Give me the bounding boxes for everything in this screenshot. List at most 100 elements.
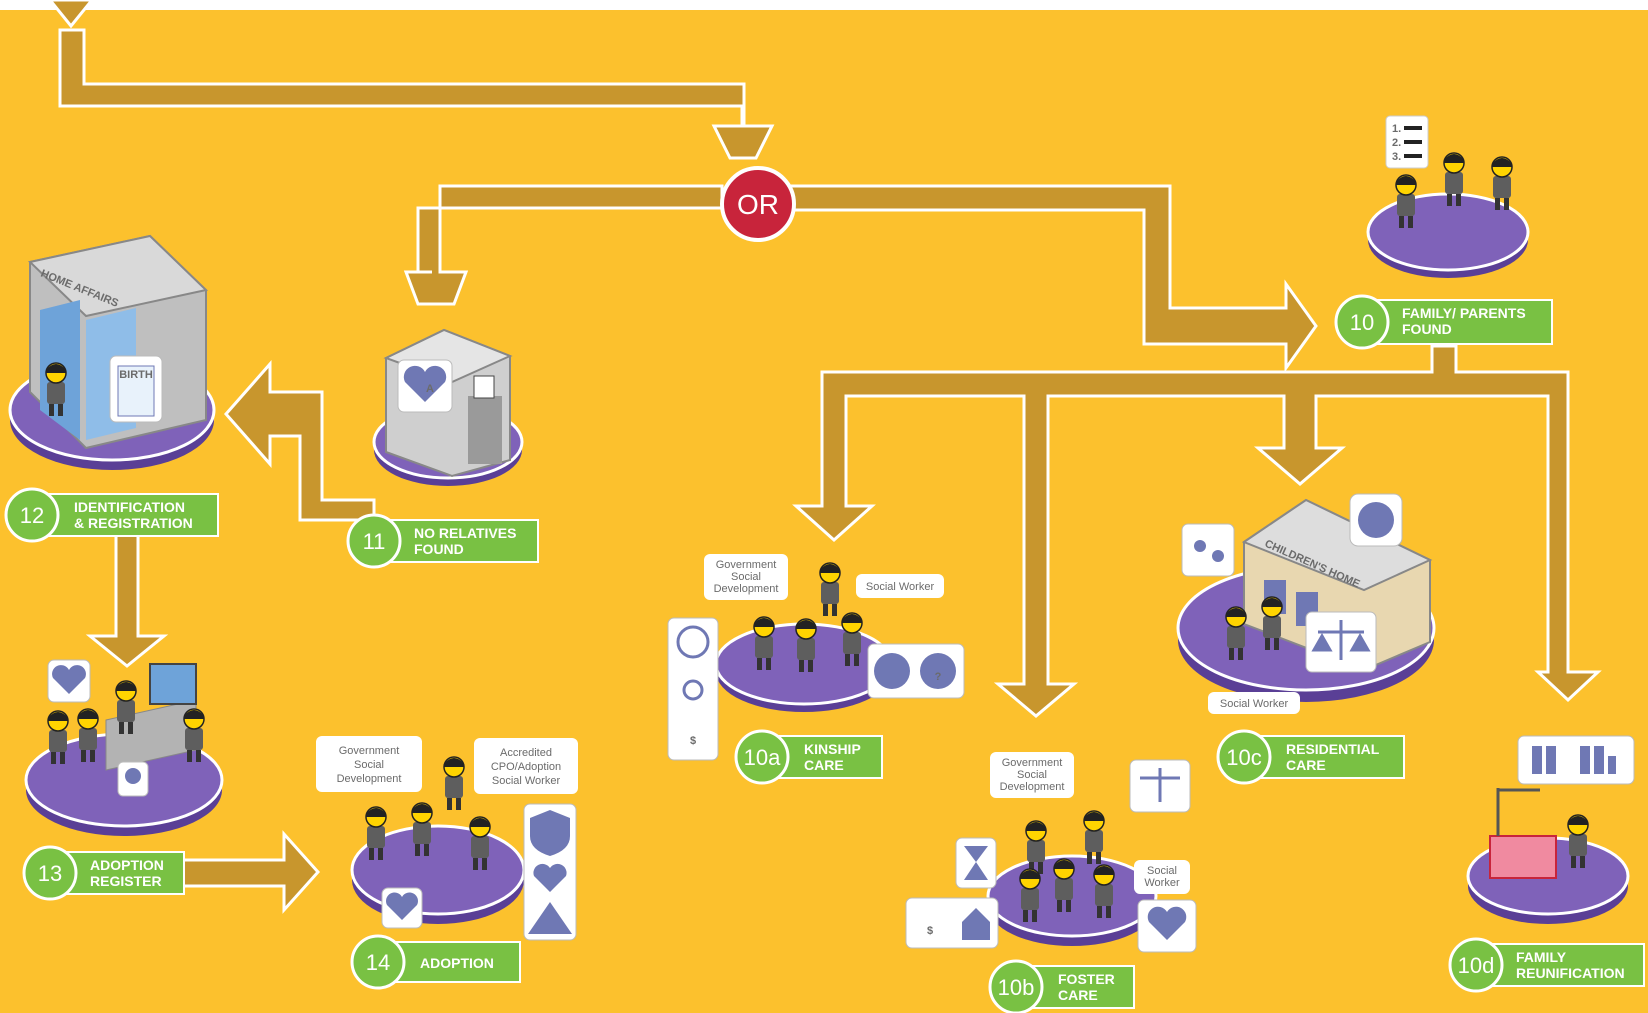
bubble-sw-foster: Social Worker bbox=[1134, 860, 1190, 894]
svg-text:CARE: CARE bbox=[1286, 757, 1326, 773]
svg-text:Accredited: Accredited bbox=[500, 747, 552, 759]
svg-text:Social: Social bbox=[1147, 865, 1177, 877]
arrow-registration-to-register bbox=[85, 530, 169, 668]
crib-icon bbox=[1489, 788, 1557, 879]
scales-icon bbox=[1305, 611, 1377, 673]
svg-text:Government: Government bbox=[339, 745, 400, 757]
checklist-icon: 1. 2. 3. bbox=[1385, 115, 1429, 169]
family-icon bbox=[1517, 735, 1635, 785]
svg-text:& REGISTRATION: & REGISTRATION bbox=[74, 515, 193, 531]
scales-icon bbox=[1129, 759, 1191, 813]
bubble-gov-kinship: Government Social Development bbox=[704, 554, 788, 600]
svg-text:FAMILY: FAMILY bbox=[1516, 949, 1567, 965]
svg-text:FOUND: FOUND bbox=[1402, 321, 1452, 337]
baby-icon bbox=[117, 761, 149, 797]
arrow-head-top bbox=[48, 0, 94, 29]
svg-text:10: 10 bbox=[1350, 310, 1374, 335]
svg-text:KINSHIP: KINSHIP bbox=[804, 741, 861, 757]
svg-text:RESIDENTIAL: RESIDENTIAL bbox=[1286, 741, 1380, 757]
svg-text:?: ? bbox=[935, 671, 942, 683]
svg-text:FOUND: FOUND bbox=[414, 541, 464, 557]
adoption-heart-icon bbox=[47, 659, 91, 703]
svg-text:11: 11 bbox=[363, 529, 386, 554]
svg-text:REUNIFICATION: REUNIFICATION bbox=[1516, 965, 1625, 981]
sad-face-icon bbox=[1349, 493, 1403, 547]
step-label-10d: 10d FAMILY REUNIFICATION bbox=[1448, 937, 1645, 993]
distressed-face-icon bbox=[676, 625, 710, 659]
arrow-no-relatives-to-registration bbox=[224, 360, 376, 522]
bubble-sw-kinship: Social Worker bbox=[856, 574, 944, 598]
svg-text:Development: Development bbox=[1000, 781, 1065, 793]
svg-text:10c: 10c bbox=[1226, 745, 1261, 770]
adoption-icon-column bbox=[523, 803, 577, 941]
scene-kinship-care: $ ? bbox=[667, 562, 965, 761]
network-x-icon bbox=[1181, 523, 1235, 577]
scene-foster-care: $ bbox=[905, 759, 1197, 953]
step-label-12: 12 IDENTIFICATION & REGISTRATION bbox=[4, 487, 219, 543]
shield-house-icon bbox=[530, 810, 570, 856]
svg-text:13: 13 bbox=[38, 861, 62, 886]
arrow-register-to-adoption bbox=[180, 830, 321, 914]
step-label-14: 14 ADOPTION bbox=[350, 934, 521, 990]
svg-text:Worker: Worker bbox=[1144, 877, 1180, 889]
svg-text:FOSTER: FOSTER bbox=[1058, 971, 1115, 987]
question-icon bbox=[920, 653, 956, 689]
step-label-10b: 10b FOSTER CARE bbox=[988, 959, 1135, 1013]
svg-text:14: 14 bbox=[366, 950, 390, 975]
kinship-icon-row: ? bbox=[867, 643, 965, 699]
adoption-heart-icon: A bbox=[397, 359, 453, 413]
svg-text:2.: 2. bbox=[1392, 137, 1401, 149]
scene-home-affairs: HOME AFFAIRS BIRTH bbox=[8, 234, 216, 470]
kinship-icon-column: $ bbox=[667, 617, 719, 761]
step-label-10a: 10a KINSHIP CARE bbox=[734, 729, 883, 785]
svg-text:10d: 10d bbox=[1458, 953, 1495, 978]
or-decision-node: OR bbox=[720, 166, 796, 242]
svg-text:IDENTIFICATION: IDENTIFICATION bbox=[74, 499, 185, 515]
svg-text:$: $ bbox=[927, 925, 933, 937]
svg-text:Social Worker: Social Worker bbox=[866, 581, 935, 593]
svg-text:Development: Development bbox=[337, 773, 402, 785]
svg-text:NO RELATIVES: NO RELATIVES bbox=[414, 525, 516, 541]
network-icon bbox=[682, 679, 704, 701]
step-label-10c: 10c RESIDENTIAL CARE bbox=[1216, 729, 1405, 785]
svg-text:CARE: CARE bbox=[1058, 987, 1098, 1003]
birth-certificate-icon: BIRTH bbox=[109, 355, 163, 423]
circles-icon bbox=[874, 653, 910, 689]
bubble-gov-foster: Government Social Development bbox=[990, 752, 1074, 798]
svg-text:Social: Social bbox=[354, 759, 384, 771]
arrow-or-to-family-found bbox=[754, 184, 1318, 373]
step-label-11: 11 NO RELATIVES FOUND bbox=[346, 513, 539, 569]
arrow-or-to-no-relatives bbox=[403, 184, 724, 306]
svg-text:3.: 3. bbox=[1392, 151, 1401, 163]
svg-text:Social: Social bbox=[1017, 769, 1047, 781]
step-label-10: 10 FAMILY/ PARENTS FOUND bbox=[1334, 294, 1553, 350]
adoption-heart-icon bbox=[381, 887, 423, 929]
bubble-cpo-adoption: Accredited CPO/Adoption Social Worker bbox=[474, 738, 578, 794]
svg-text:Government: Government bbox=[1002, 757, 1063, 769]
svg-text:1.: 1. bbox=[1392, 123, 1401, 135]
svg-text:ADOPTION: ADOPTION bbox=[420, 955, 494, 971]
scene-family-found: 1. 2. 3. bbox=[1366, 115, 1530, 278]
scene-no-relatives: A bbox=[372, 328, 524, 486]
hands-heart-x-icon bbox=[1137, 899, 1197, 953]
flow-arrows bbox=[48, 0, 1602, 914]
svg-text:Social Worker: Social Worker bbox=[1220, 698, 1289, 710]
hourglass-icon bbox=[955, 837, 997, 889]
svg-text:10a: 10a bbox=[744, 745, 781, 770]
svg-text:Social Worker: Social Worker bbox=[492, 775, 561, 787]
svg-text:FAMILY/ PARENTS: FAMILY/ PARENTS bbox=[1402, 305, 1526, 321]
svg-text:REGISTER: REGISTER bbox=[90, 873, 162, 889]
or-label: OR bbox=[737, 189, 779, 220]
hands-heart-icon bbox=[533, 863, 567, 892]
svg-text:A: A bbox=[426, 383, 434, 395]
svg-text:CARE: CARE bbox=[804, 757, 844, 773]
svg-text:10b: 10b bbox=[998, 975, 1035, 1000]
arrow-top-down bbox=[58, 28, 775, 160]
scene-residential-care: CHILDREN'S HOME bbox=[1176, 493, 1436, 702]
bubble-gov-adoption: Government Social Development bbox=[316, 736, 422, 792]
money-bag-icon: $ bbox=[690, 735, 696, 747]
scene-adoption bbox=[350, 756, 577, 941]
svg-text:BIRTH: BIRTH bbox=[119, 369, 153, 381]
svg-text:Development: Development bbox=[714, 583, 779, 595]
